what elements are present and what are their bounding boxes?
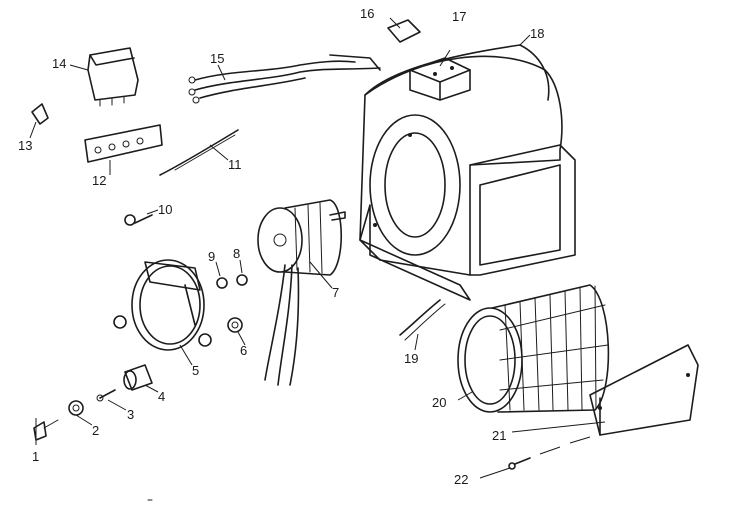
label-part-16: 16	[360, 6, 375, 21]
label-part-15: 15	[210, 51, 225, 66]
label-part-10: 10	[158, 202, 173, 217]
capacitor-part-14	[87, 47, 139, 107]
wire-lead-part-11	[159, 129, 239, 176]
label-part-20: 20	[432, 395, 447, 410]
leader-lines	[29, 17, 606, 479]
label-part-5: 5	[192, 363, 200, 378]
blower-wheel-part-20	[457, 284, 610, 413]
bracket-part-17	[409, 57, 471, 101]
label-part-17: 17	[452, 9, 467, 24]
gasket-part-19	[399, 299, 446, 341]
label-part-8: 8	[233, 246, 241, 261]
blower-housing-part	[359, 44, 576, 301]
label-part-21: 21	[492, 428, 507, 443]
washer-part-2	[68, 400, 84, 416]
wire-nut-part-13	[31, 103, 49, 125]
label-part-1: 1	[32, 449, 40, 464]
label-part-7: 7	[332, 285, 340, 300]
screw-part-10	[124, 214, 153, 226]
cutoff-plate-part-21	[589, 344, 699, 436]
label-part-22: 22	[454, 472, 469, 487]
label-part-18: 18	[530, 26, 545, 41]
label-part-13: 13	[18, 138, 33, 153]
label-part-14: 14	[52, 56, 67, 71]
terminal-strip-part-12	[84, 124, 163, 163]
nut-part-6	[227, 317, 243, 333]
plate-part-16	[387, 19, 421, 43]
label-part-11: 11	[228, 157, 242, 172]
label-part-12: 12	[92, 173, 107, 188]
label-part-4: 4	[158, 389, 166, 404]
sleeve-part-4	[123, 364, 153, 391]
label-part-19: 19	[404, 351, 419, 366]
pin-part-3	[96, 389, 116, 402]
mounting-band-part-5	[113, 259, 212, 351]
washer-part-8	[236, 274, 248, 286]
label-part-3: 3	[127, 407, 135, 422]
screw-part-1	[33, 419, 59, 441]
motor-part-7	[257, 199, 346, 386]
label-part-2: 2	[92, 423, 100, 438]
label-part-6: 6	[240, 343, 248, 358]
washer-part-9	[216, 277, 228, 289]
screw-part-22	[508, 457, 531, 470]
label-part-9: 9	[208, 249, 216, 264]
